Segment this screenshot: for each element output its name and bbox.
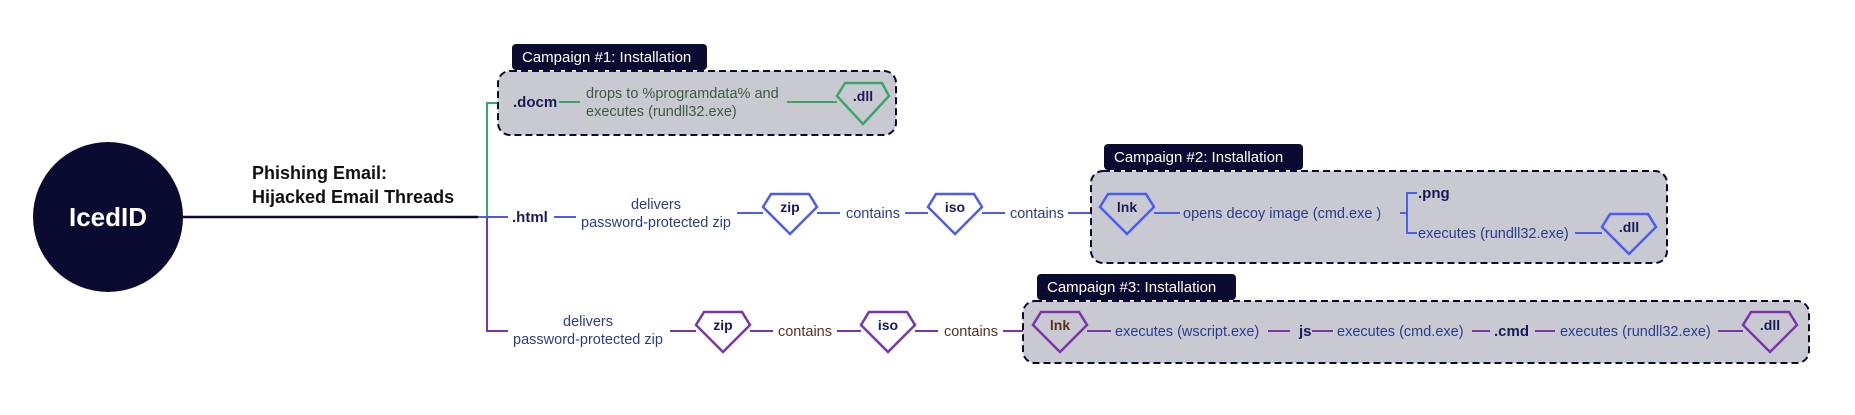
campaign1-box — [497, 70, 897, 136]
campaign3-cmd: .cmd — [1494, 323, 1529, 340]
campaign3-lnk-label: lnk — [1050, 317, 1070, 333]
campaign3-iso-label: iso — [878, 317, 898, 333]
campaign2-zip-label: zip — [780, 199, 799, 215]
campaign3-delivers-line1: delivers — [563, 314, 613, 330]
campaign3-zip-gem — [694, 310, 752, 354]
campaign2-delivers-line1: delivers — [631, 197, 681, 213]
campaign3-contains2: contains — [944, 324, 998, 340]
branch-campaign3 — [486, 217, 508, 332]
campaign3-exec-wscript: executes (wscript.exe) — [1115, 324, 1259, 340]
campaign3-exec-cmd: executes (cmd.exe) — [1337, 324, 1464, 340]
campaign2-zip-gem — [761, 192, 819, 236]
campaign3-zip-label: zip — [713, 317, 732, 333]
campaign2-delivers-line2: password-protected zip — [581, 215, 731, 231]
campaign1-title: Campaign #1: Installation — [522, 49, 691, 66]
campaign3-dll-gem — [1741, 310, 1799, 354]
phishing-title-line2: Hijacked Email Threads — [252, 187, 454, 207]
campaign2-png: .png — [1418, 185, 1450, 202]
phishing-title-line1: Phishing Email: — [252, 163, 387, 183]
campaign3-contains1: contains — [778, 324, 832, 340]
campaign3-js: js — [1298, 323, 1312, 340]
campaign3-exec-rundll: executes (rundll32.exe) — [1560, 324, 1711, 340]
campaign2-dll-label: .dll — [1619, 219, 1639, 235]
campaign2-dll-gem — [1600, 212, 1658, 256]
campaign2-iso-label: iso — [945, 199, 965, 215]
campaign2-lnk-gem — [1098, 192, 1156, 236]
campaign1-dll-gem — [835, 81, 891, 126]
campaign3-lnk-gem — [1031, 310, 1089, 354]
campaign3-iso-gem — [859, 310, 917, 354]
campaign1-action-line2: executes (rundll32.exe) — [586, 104, 737, 120]
campaign2-executes: executes (rundll32.exe) — [1418, 226, 1569, 242]
campaign3-dll-label: .dll — [1760, 317, 1780, 333]
hub-label: IcedID — [69, 202, 147, 232]
campaign1-title-tab — [512, 44, 707, 70]
campaign3-box — [1022, 300, 1810, 364]
campaign3-title-tab — [1037, 274, 1236, 300]
campaign2-html: .html — [512, 209, 548, 226]
campaign2-opens: opens decoy image (cmd.exe ) — [1183, 206, 1381, 222]
campaign3-delivers-line2: password-protected zip — [513, 332, 663, 348]
icedid-hub — [33, 142, 183, 292]
campaign2-box — [1090, 170, 1668, 264]
c2-fork-bottom — [1406, 213, 1417, 234]
campaign2-title: Campaign #2: Installation — [1114, 149, 1283, 166]
campaign3-title: Campaign #3: Installation — [1047, 279, 1216, 296]
campaign1-docm: .docm — [513, 94, 557, 111]
campaign1-dll-label: .dll — [853, 88, 873, 104]
campaign2-lnk-label: lnk — [1117, 199, 1137, 215]
campaign2-iso-gem — [926, 192, 984, 236]
c2-fork-top — [1400, 192, 1417, 214]
campaign2-title-tab — [1104, 144, 1303, 170]
campaign2-contains2: contains — [1010, 206, 1064, 222]
campaign1-action-line1: drops to %programdata% and — [586, 86, 779, 102]
campaign2-contains1: contains — [846, 206, 900, 222]
